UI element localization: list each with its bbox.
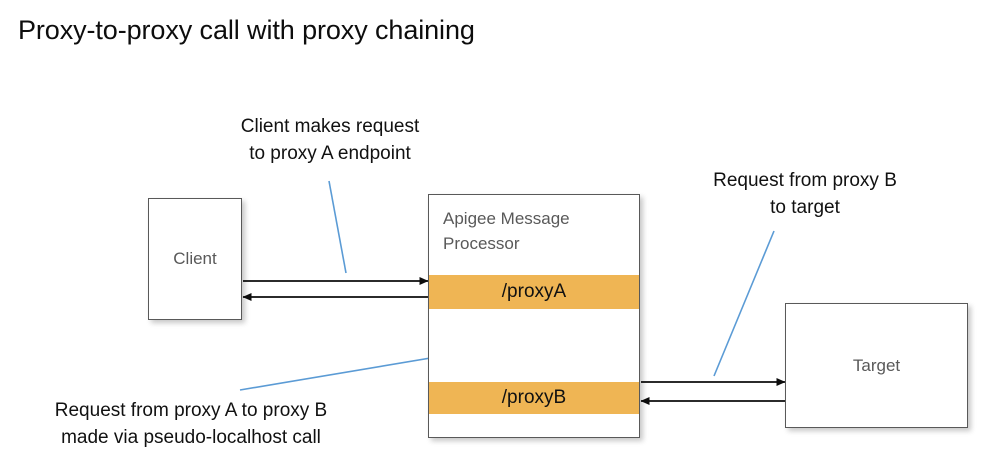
annotation-client-request-line-1: Client makes request xyxy=(240,116,420,137)
annotation-client-request-line-2: to proxy A endpoint xyxy=(249,143,411,164)
proxy-b-band: /proxyB xyxy=(429,382,639,414)
message-processor-title: Apigee Message Processor xyxy=(443,206,623,256)
annotation-proxy-chaining: Request from proxy A to proxy B made via… xyxy=(8,397,374,451)
annotation-proxy-chaining-line-1: Request from proxy A to proxy B xyxy=(54,400,328,421)
annotation-proxy-chaining-line-2: made via pseudo-localhost call xyxy=(61,427,321,448)
message-processor-title-line-2: Processor xyxy=(443,234,520,253)
annotation-proxyb-to-target: Request from proxy B to target xyxy=(665,167,945,221)
message-processor-node: Apigee Message Processor /proxyA /proxyB xyxy=(428,194,640,438)
leader-line-client-request xyxy=(328,180,347,274)
client-node-label: Client xyxy=(173,249,217,268)
proxy-a-label: /proxyA xyxy=(501,281,567,302)
proxy-b-label: /proxyB xyxy=(501,387,567,408)
target-node: Target xyxy=(785,303,968,428)
annotation-proxyb-to-target-line-1: Request from proxy B xyxy=(713,170,897,191)
annotation-proxyb-to-target-line-2: to target xyxy=(770,197,840,218)
message-processor-title-line-1: Apigee Message xyxy=(443,209,570,228)
leader-line-proxyb-to-target xyxy=(713,230,775,377)
annotation-client-request: Client makes request to proxy A endpoint xyxy=(210,113,450,167)
target-node-label: Target xyxy=(852,355,901,375)
proxy-a-band: /proxyA xyxy=(429,275,639,309)
page-title: Proxy-to-proxy call with proxy chaining xyxy=(18,15,475,45)
client-node: Client xyxy=(148,198,242,320)
